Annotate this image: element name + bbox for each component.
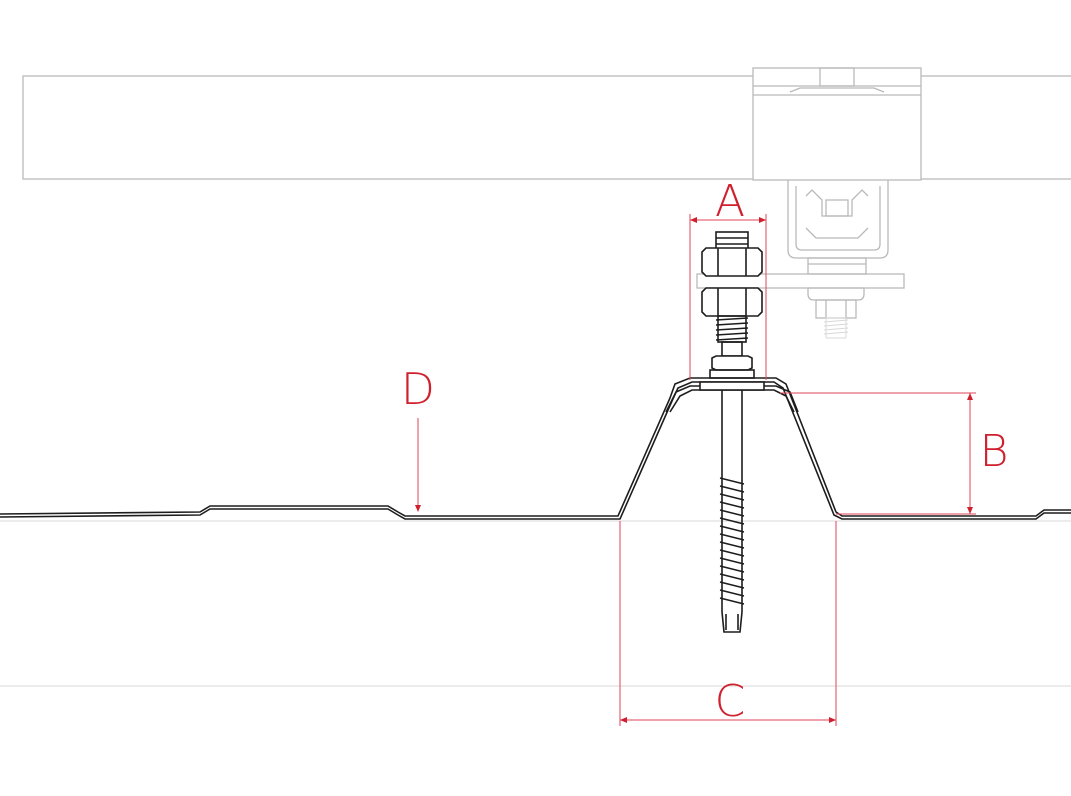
dimension-a-label: A: [715, 176, 745, 227]
dimension-a: A: [689, 176, 767, 380]
sealing-washer: [665, 381, 799, 413]
adapter-plate: [696, 273, 905, 289]
dimension-d: D: [401, 364, 435, 512]
dimension-d-label: D: [401, 364, 435, 415]
hanger-bolt: [701, 231, 763, 633]
dimension-c-label: C: [715, 676, 746, 727]
dimension-b-label: B: [980, 426, 1009, 477]
clamp-nut: [807, 287, 865, 319]
mounting-rail: [22, 75, 1071, 180]
trapezoidal-roof-sheet: [0, 377, 1071, 522]
clamp-bolt-thread: [823, 317, 849, 339]
rail-clamp: [752, 67, 922, 181]
rail-profile: [787, 180, 889, 275]
dimension-b: B: [780, 392, 1009, 515]
dimension-c: C: [619, 521, 837, 727]
